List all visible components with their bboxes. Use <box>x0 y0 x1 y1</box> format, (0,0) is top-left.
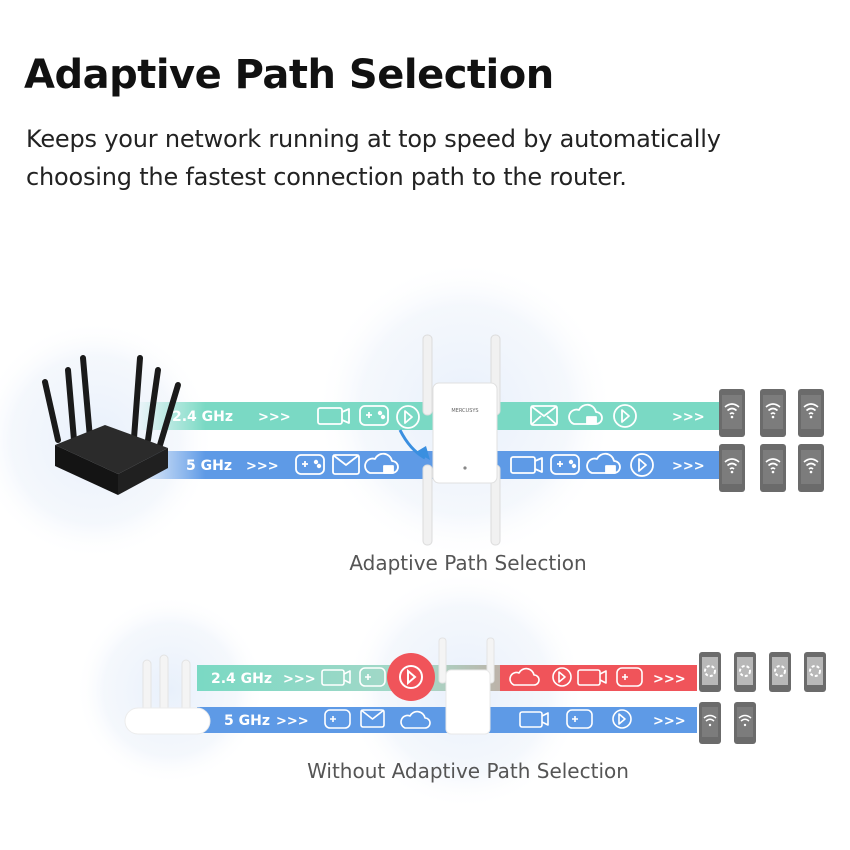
gamepad-icon <box>359 667 386 687</box>
router-icon <box>42 355 181 495</box>
chevrons: >>> <box>653 714 686 729</box>
router-icon-bottom <box>124 654 211 735</box>
mail-icon <box>332 454 360 475</box>
chevrons: >>> <box>283 672 316 687</box>
device-grid-bottom <box>699 652 826 744</box>
phone-loading-icon <box>734 652 756 692</box>
gamepad-icon <box>324 709 351 729</box>
mail-icon <box>360 709 385 728</box>
chevrons: >>> <box>672 410 705 425</box>
arrow-head-icon <box>416 446 430 460</box>
phone-icon <box>798 389 824 437</box>
play-icon <box>613 404 637 428</box>
phone-loading-icon <box>769 652 791 692</box>
congestion-highlight <box>387 653 435 701</box>
chevrons: >>> <box>276 714 309 729</box>
extender-brand: MERCUSYS <box>451 408 478 414</box>
video-icon <box>317 407 350 425</box>
cloud-icon <box>568 403 603 425</box>
page-title: Adaptive Path Selection <box>24 52 554 98</box>
phone-loading-icon <box>804 652 826 692</box>
mail-icon <box>530 405 558 426</box>
switch-arrow-icon <box>398 429 426 460</box>
range-extender-icon: MERCUSYS <box>422 334 501 546</box>
play-icon <box>630 453 654 477</box>
video-icon <box>577 669 607 686</box>
chevrons: >>> <box>246 459 279 474</box>
play-icon <box>612 709 632 729</box>
band-24-label-bottom: 2.4 GHz <box>211 671 272 687</box>
gamepad-icon <box>550 454 580 475</box>
range-extender-icon-bottom <box>438 637 495 735</box>
chevrons: >>> <box>672 459 705 474</box>
phone-loading-icon <box>699 652 721 692</box>
play-icon <box>396 405 420 429</box>
caption-top: Adaptive Path Selection <box>349 551 586 575</box>
gamepad-icon <box>566 709 593 729</box>
phone-icon <box>699 702 721 744</box>
cloud-icon <box>586 452 621 474</box>
band-5-label-bottom: 5 GHz <box>224 713 270 729</box>
cloud-icon <box>364 452 399 474</box>
phone-icon <box>760 444 786 492</box>
chevrons: >>> <box>653 672 686 687</box>
cloud-icon <box>509 667 540 686</box>
band-24-label-top: 2.4 GHz <box>172 409 233 425</box>
video-icon <box>519 711 549 728</box>
cloud-icon <box>400 710 431 729</box>
video-icon <box>321 669 351 686</box>
band-5-label-top: 5 GHz <box>186 458 232 474</box>
gamepad-icon <box>295 454 325 475</box>
phone-icon <box>719 389 745 437</box>
video-icon <box>510 456 543 474</box>
play-icon <box>399 665 423 689</box>
chevrons: >>> <box>258 410 291 425</box>
phone-icon <box>798 444 824 492</box>
device-grid-top <box>719 389 824 492</box>
phone-icon <box>719 444 745 492</box>
phone-icon <box>760 389 786 437</box>
caption-bottom: Without Adaptive Path Selection <box>307 759 629 783</box>
play-icon <box>552 667 572 687</box>
gamepad-icon <box>616 667 643 687</box>
gamepad-icon <box>359 405 389 426</box>
page-subtitle: Keeps your network running at top speed … <box>26 125 721 191</box>
phone-icon <box>734 702 756 744</box>
router-glow-bottom <box>75 595 265 785</box>
